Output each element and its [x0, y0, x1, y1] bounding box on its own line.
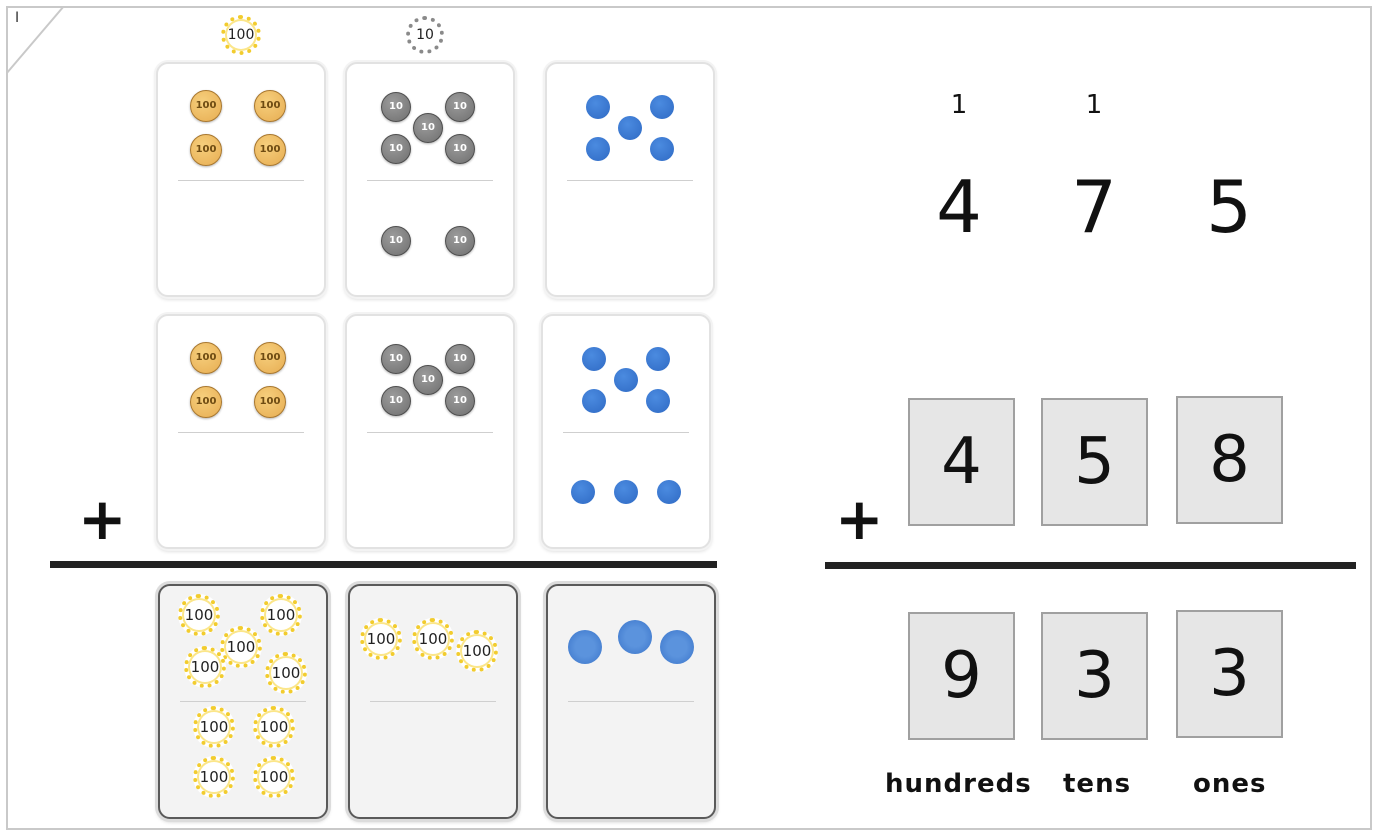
card-row1-ones[interactable]: [545, 62, 715, 297]
sum-box-ones[interactable]: 3: [1176, 610, 1283, 738]
one-dot: [618, 116, 642, 140]
sum-line-right: [825, 562, 1356, 569]
ten-coin: 10: [445, 92, 475, 122]
top-digit-ones: 5: [1199, 165, 1259, 249]
hundred-chalk-coin: 100: [178, 594, 220, 636]
card-divider: [563, 432, 689, 433]
hundred-chalk-coin: 100: [360, 618, 402, 660]
label-hundreds: hundreds: [885, 769, 1032, 799]
card-divider: [567, 180, 693, 181]
top-digit-hundreds: 4: [929, 165, 989, 249]
one-dot: [586, 137, 610, 161]
sum-line-left: [50, 561, 717, 568]
hundred-chalk-coin: 100: [260, 594, 302, 636]
card-row1-hundreds[interactable]: 100 100 100 100: [156, 62, 326, 297]
hundred-chalk-coin: 100: [265, 652, 307, 694]
hundred-chip-tool[interactable]: 100: [221, 15, 261, 55]
hundred-coin: 100: [190, 90, 222, 122]
card-divider: [367, 180, 493, 181]
hundred-coin: 100: [254, 342, 286, 374]
ten-coin: 10: [445, 386, 475, 416]
plus-sign-right: +: [835, 490, 884, 548]
card-divider: [568, 701, 694, 702]
hundred-chalk-coin: 100: [184, 646, 226, 688]
sum-box-tens[interactable]: 3: [1041, 612, 1148, 740]
card-divider: [178, 180, 304, 181]
ten-coin: 10: [381, 134, 411, 164]
addend-box-tens[interactable]: 5: [1041, 398, 1148, 526]
card-row2-tens[interactable]: 10 10 10 10 10: [345, 314, 515, 549]
hundred-chalk-coin: 100: [193, 756, 235, 798]
corner-label: I: [15, 10, 19, 26]
card-row2-hundreds[interactable]: 100 100 100 100: [156, 314, 326, 549]
card-row2-ones[interactable]: [541, 314, 711, 549]
ten-coin: 10: [445, 344, 475, 374]
card-result-hundreds[interactable]: 100 100 100 100 100 100 100 100 100: [158, 584, 328, 819]
one-dot: [657, 480, 681, 504]
ten-chip-tool[interactable]: 10: [406, 16, 444, 54]
addend-box-hundreds[interactable]: 4: [908, 398, 1015, 526]
one-dot: [586, 95, 610, 119]
one-dot: [582, 347, 606, 371]
one-dot: [650, 95, 674, 119]
hundred-chalk-coin: 100: [412, 618, 454, 660]
ten-coin: 10: [381, 92, 411, 122]
one-dot: [646, 389, 670, 413]
ten-coin: 10: [413, 365, 443, 395]
one-dot: [650, 137, 674, 161]
card-divider: [370, 701, 496, 702]
card-divider: [367, 432, 493, 433]
card-row1-tens[interactable]: 10 10 10 10 10 10 10: [345, 62, 515, 297]
carry-hundreds: 1: [929, 90, 989, 120]
card-divider: [180, 701, 306, 702]
card-result-tens[interactable]: 100 100 100: [348, 584, 518, 819]
ten-coin: 10: [413, 113, 443, 143]
ten-coin: 10: [445, 226, 475, 256]
hundred-chalk-coin: 100: [253, 756, 295, 798]
one-dot: [582, 389, 606, 413]
one-dot: [614, 480, 638, 504]
hundred-chalk-coin: 100: [456, 630, 498, 672]
addend-box-ones[interactable]: 8: [1176, 396, 1283, 524]
hundred-coin: 100: [190, 386, 222, 418]
label-ones: ones: [1193, 769, 1266, 799]
hundred-coin: 100: [190, 342, 222, 374]
card-divider: [178, 432, 304, 433]
one-dot: [571, 480, 595, 504]
ten-coin: 10: [445, 134, 475, 164]
hundred-coin: 100: [254, 90, 286, 122]
hundred-coin: 100: [254, 386, 286, 418]
plus-sign-left: +: [78, 490, 127, 548]
ten-coin: 10: [381, 386, 411, 416]
hundred-chalk-coin: 100: [220, 626, 262, 668]
hundred-coin: 100: [190, 134, 222, 166]
card-result-ones[interactable]: [546, 584, 716, 819]
top-digit-tens: 7: [1064, 165, 1124, 249]
ten-coin: 10: [381, 226, 411, 256]
chalk-dot: [568, 630, 602, 664]
carry-tens: 1: [1064, 90, 1124, 120]
hundred-coin: 100: [254, 134, 286, 166]
chalk-dot: [618, 620, 652, 654]
one-dot: [646, 347, 670, 371]
ten-coin: 10: [381, 344, 411, 374]
sum-box-hundreds[interactable]: 9: [908, 612, 1015, 740]
chalk-dot: [660, 630, 694, 664]
one-dot: [614, 368, 638, 392]
hundred-chalk-coin: 100: [193, 706, 235, 748]
hundred-chalk-coin: 100: [253, 706, 295, 748]
label-tens: tens: [1063, 769, 1131, 799]
